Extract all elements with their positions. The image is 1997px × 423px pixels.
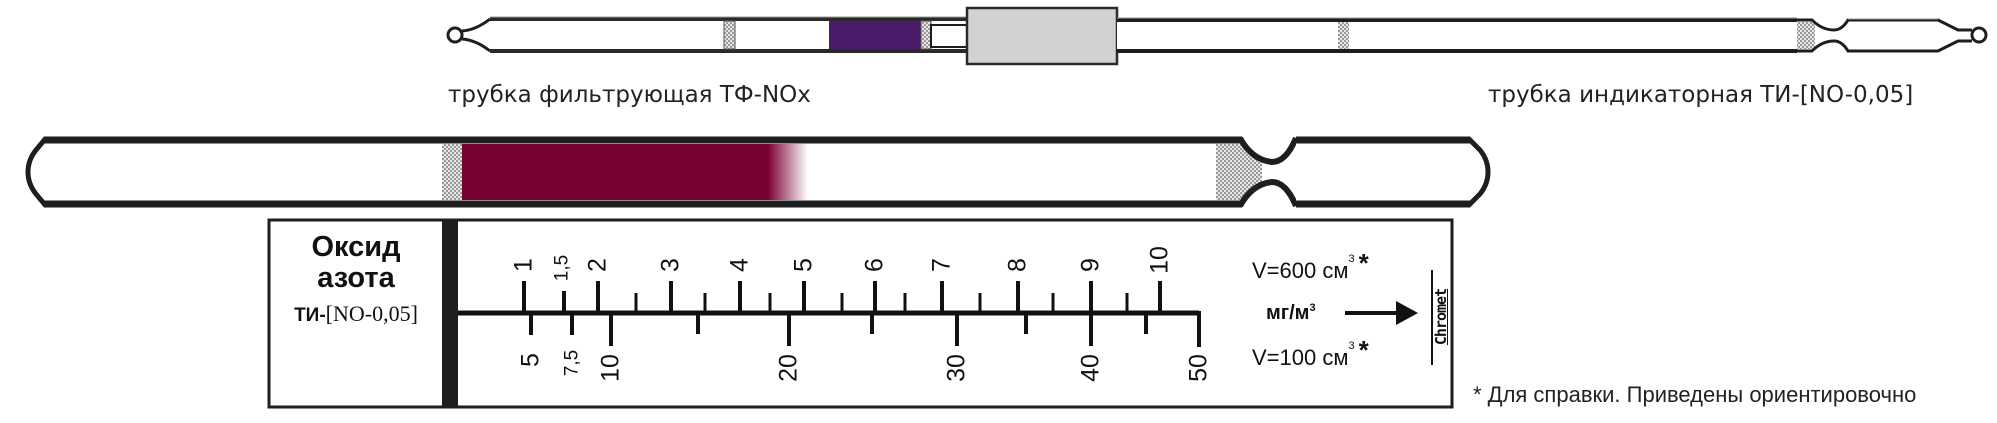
gas-name-line2: азота — [317, 262, 395, 295]
upper-tick-label: 2 — [583, 258, 612, 272]
indicator-tube-small — [1117, 17, 1988, 53]
footnote: * Для справки. Приведены ориентировочно — [1473, 382, 1917, 407]
gauze-plug — [723, 20, 736, 50]
upper-major-ticks — [522, 281, 1162, 313]
indicator-tube-large — [25, 136, 1491, 208]
lower-tick-label: 50 — [1184, 354, 1213, 382]
gauze-plug — [1797, 22, 1815, 49]
upper-minor-ticks — [634, 293, 1129, 313]
lower-tick-label: 5 — [516, 353, 545, 367]
filter-tube — [446, 16, 970, 53]
scale-card — [267, 218, 1454, 409]
filter-tube-label: трубка фильтрующая ТФ-NOx — [448, 82, 811, 108]
lower-tick-label: 10 — [596, 354, 625, 382]
tube-code: ТИ-[NO-0,05] — [294, 300, 418, 326]
sealed-tip-icon — [1970, 26, 1988, 44]
stain-zone — [462, 144, 768, 200]
upper-tick-label: 6 — [860, 258, 889, 272]
lower-tick-label: 7,5 — [561, 349, 583, 377]
stain-fade — [768, 144, 808, 200]
upper-volume-label: V=600 см3* — [1252, 248, 1369, 283]
gauze-plug — [920, 20, 932, 50]
upper-tick-label: 1,5 — [551, 254, 573, 282]
unit-label: мг/м3 — [1266, 302, 1316, 324]
lower-tick-label: 20 — [774, 354, 803, 382]
card-divider-bar — [442, 220, 458, 407]
filter-reagent-layer — [829, 21, 921, 49]
connector-sleeve — [965, 6, 1119, 66]
gas-name-line1: Оксид — [311, 231, 401, 263]
lower-tick-label: 30 — [942, 354, 971, 382]
gauze-plug — [1338, 22, 1349, 49]
sealed-tip-icon — [446, 26, 464, 44]
upper-tick-label: 5 — [789, 258, 818, 272]
manufacturer-logo: Chromet — [1432, 288, 1450, 346]
lower-tick-label: 40 — [1076, 354, 1105, 382]
upper-tick-label: 7 — [927, 258, 956, 272]
gas-name-block: Оксид азота ТИ-[NO-0,05] — [272, 231, 440, 327]
upper-tick-label: 4 — [725, 258, 754, 272]
gauze-plug — [442, 144, 462, 200]
upper-tick-label: 9 — [1076, 258, 1105, 272]
lower-ticks — [529, 313, 1148, 346]
upper-tick-label: 1 — [509, 258, 538, 272]
upper-tick-label: 3 — [656, 258, 685, 272]
lower-volume-label: V=100 см3* — [1252, 335, 1369, 370]
indicator-tube-label: трубка индикаторная ТИ-[NO-0,05] — [1488, 82, 1914, 108]
gauze-plug — [1216, 144, 1262, 200]
upper-tick-label: 10 — [1145, 246, 1174, 274]
upper-tick-label: 8 — [1003, 258, 1032, 272]
